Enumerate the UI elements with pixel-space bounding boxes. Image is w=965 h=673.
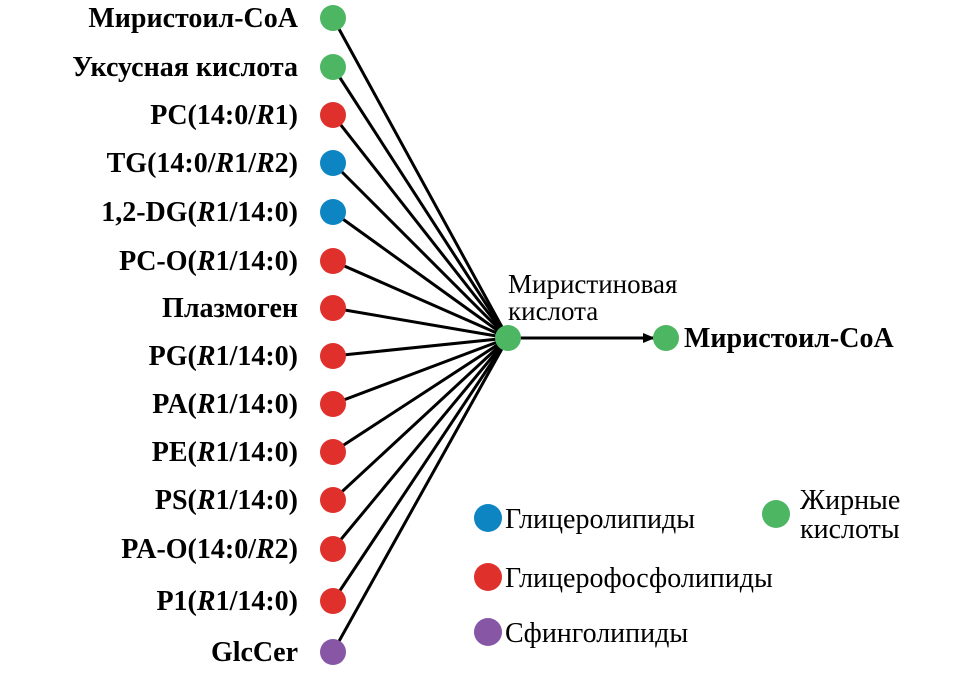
edge: [331, 114, 510, 339]
edge: [331, 336, 510, 502]
source-node: [320, 439, 346, 465]
edge: [331, 337, 510, 550]
edge: [331, 337, 510, 602]
edge: [332, 336, 509, 358]
source-label: Плазмоген: [162, 293, 298, 324]
source-label: GlcCer: [211, 637, 298, 668]
edge: [331, 161, 510, 340]
source-node: [320, 5, 346, 31]
hub-node: [495, 325, 521, 351]
source-node: [320, 102, 346, 128]
source-node: [320, 487, 346, 513]
legend-dot-glycerolipids: [474, 504, 502, 532]
edge: [331, 17, 510, 339]
source-label: PE(R1/14:0): [152, 437, 298, 468]
edge: [331, 66, 510, 339]
source-node: [320, 150, 346, 176]
source-label: 1,2-DG(R1/14:0): [101, 197, 298, 228]
edge: [332, 336, 509, 454]
target-node: [653, 325, 679, 351]
legend-fatty-acids-line2: кислоты: [800, 514, 900, 545]
legend-dot-glycerophospholipids: [474, 563, 502, 591]
legend-dot-sphingolipids: [474, 618, 502, 646]
source-node: [320, 639, 346, 665]
source-node: [320, 588, 346, 614]
edge: [332, 210, 509, 340]
hub-label-line1: Миристиновая: [508, 269, 677, 299]
source-node: [320, 54, 346, 80]
source-label: Миристоил-CoA: [88, 3, 298, 34]
legend-glycerolipids: Глицеролипиды: [505, 504, 695, 535]
legend: Глицеролипиды Жирные кислоты Глицерофосф…: [474, 485, 900, 649]
source-node: [320, 248, 346, 274]
edges: [331, 17, 510, 653]
target-label: Миристоил-CoA: [684, 323, 894, 354]
source-node: [320, 391, 346, 417]
edge: [332, 259, 509, 340]
legend-sphingolipids: Сфинголипиды: [505, 618, 688, 649]
source-nodes: Миристоил-CoA Уксусная кислотаPC(14:0/R1)…: [72, 3, 346, 668]
legend-glycerophospholipids: Глицерофосфолипиды: [505, 563, 773, 594]
edge: [331, 337, 510, 653]
source-label: PC-O(R1/14:0): [119, 246, 298, 277]
source-label: PA-O(14:0/R2): [121, 534, 298, 565]
source-node: [320, 536, 346, 562]
source-label: PG(R1/14:0): [149, 341, 298, 372]
source-label: PC(14:0/R1): [150, 100, 298, 131]
legend-dot-fatty-acids: [762, 500, 790, 528]
source-node: [320, 343, 346, 369]
source-node: [320, 199, 346, 225]
edge: [332, 336, 509, 406]
edge: [332, 306, 509, 340]
source-node: [320, 295, 346, 321]
source-label: PA(R1/14:0): [152, 389, 298, 420]
source-label: PS(R1/14:0): [155, 485, 298, 516]
source-label: Уксусная кислота: [72, 52, 298, 83]
hub-label-line2: кислота: [508, 296, 598, 326]
source-label: P1(R1/14:0): [156, 586, 298, 617]
legend-fatty-acids-line1: Жирные: [800, 485, 900, 516]
source-label: TG(14:0/R1/R2): [107, 148, 298, 179]
